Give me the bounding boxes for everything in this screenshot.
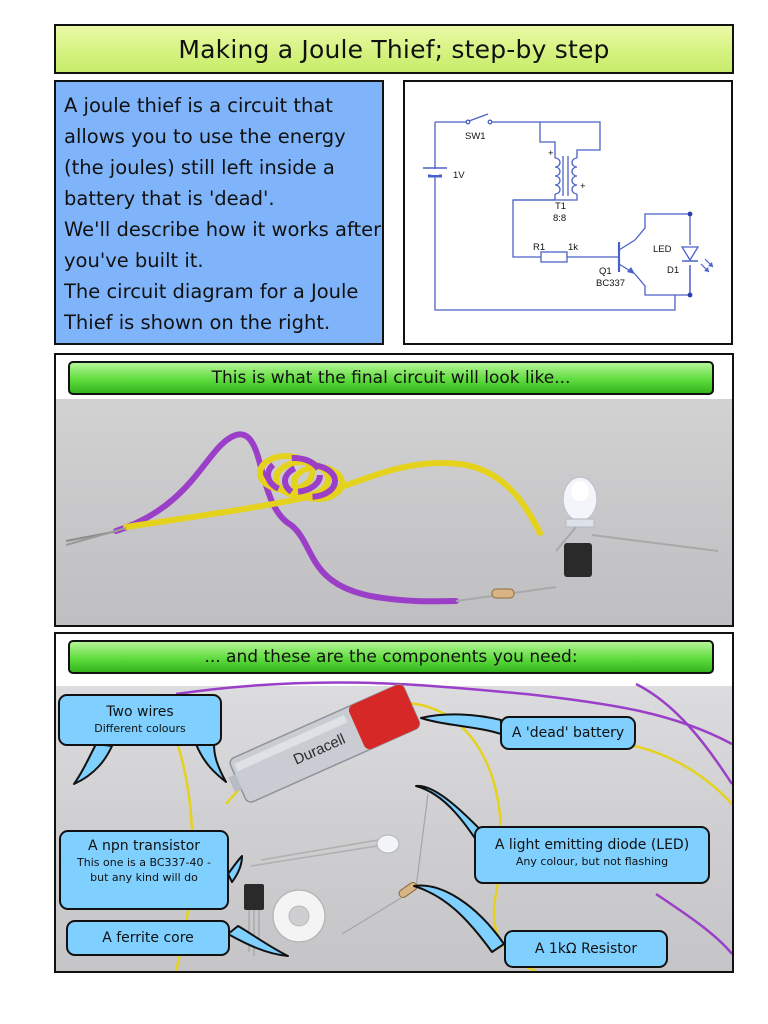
callout-wires-title: Two wires	[106, 704, 174, 720]
label-q1: Q1	[599, 266, 612, 277]
callout-battery: A 'dead' battery	[500, 716, 636, 750]
label-sw1: SW1	[465, 131, 486, 142]
final-circuit-banner: This is what the final circuit will look…	[68, 361, 714, 395]
callout-wires-sub: Different colours	[94, 722, 186, 735]
components-banner: ... and these are the components you nee…	[68, 640, 714, 674]
callout-resistor-text: A 1kΩ Resistor	[534, 941, 638, 957]
callout-led-sub: Any colour, but not flashing	[515, 855, 669, 868]
callout-transistor: A npn transistor This one is a BC337-40 …	[59, 830, 229, 910]
intro-line: The circuit diagram for a Joule	[64, 280, 359, 303]
label-t1: T1	[555, 201, 566, 212]
callout-transistor-sub1: This one is a BC337-40 -	[77, 856, 211, 869]
page-title-bar: Making a Joule Thief; step-by step	[54, 24, 734, 74]
label-q1-part: BC337	[596, 278, 625, 289]
label-r1: R1	[533, 242, 545, 253]
components-banner-text: ... and these are the components you nee…	[204, 647, 578, 667]
callout-battery-text: A 'dead' battery	[511, 725, 625, 741]
final-circuit-illustration	[65, 431, 719, 605]
callout-transistor-sub2: but any kind will do	[90, 871, 198, 884]
callout-resistor: A 1kΩ Resistor	[504, 930, 668, 968]
intro-line: A joule thief is a circuit that	[64, 94, 333, 117]
label-resistor-value: 1k	[568, 242, 578, 253]
callout-wires: Two wires Different colours	[58, 694, 222, 746]
circuit-diagram: SW1 1V + + T1 8:8 R1 1k Q1 BC337 LED D1	[423, 113, 714, 311]
label-d1: D1	[667, 265, 679, 276]
intro-line: We'll describe how it works after	[64, 218, 382, 241]
label-ratio: 8:8	[553, 213, 566, 224]
circuit-diagram-panel: SW1 1V + + T1 8:8 R1 1k Q1 BC337 LED D1	[403, 80, 733, 345]
callout-ferrite: A ferrite core	[66, 920, 230, 956]
final-circuit-banner-text: This is what the final circuit will look…	[211, 368, 571, 388]
label-led: LED	[653, 244, 672, 255]
intro-line: battery that is 'dead'.	[64, 187, 275, 210]
intro-panel: A joule thief is a circuit that allows y…	[54, 80, 384, 345]
intro-line: you've built it.	[64, 249, 204, 272]
page-title: Making a Joule Thief; step-by step	[178, 35, 610, 64]
callout-led-title: A light emitting diode (LED)	[494, 837, 690, 853]
final-circuit-panel: This is what the final circuit will look…	[54, 353, 734, 627]
callout-led: A light emitting diode (LED) Any colour,…	[474, 826, 710, 884]
final-circuit-photo	[56, 399, 732, 625]
label-plus-primary: +	[548, 148, 554, 159]
intro-line: (the joules) still left inside a	[64, 156, 335, 179]
callout-transistor-title: A npn transistor	[87, 838, 201, 854]
components-panel: Duracell ... and these are the component…	[54, 632, 734, 973]
label-voltage: 1V	[453, 170, 465, 181]
label-plus-secondary: +	[580, 181, 586, 192]
intro-text: A joule thief is a circuit that allows y…	[64, 90, 382, 338]
components-illustration: Duracell	[73, 681, 732, 971]
callout-ferrite-text: A ferrite core	[102, 930, 194, 946]
intro-line: Thief is shown on the right.	[64, 311, 331, 334]
intro-line: allows you to use the energy	[64, 125, 346, 148]
